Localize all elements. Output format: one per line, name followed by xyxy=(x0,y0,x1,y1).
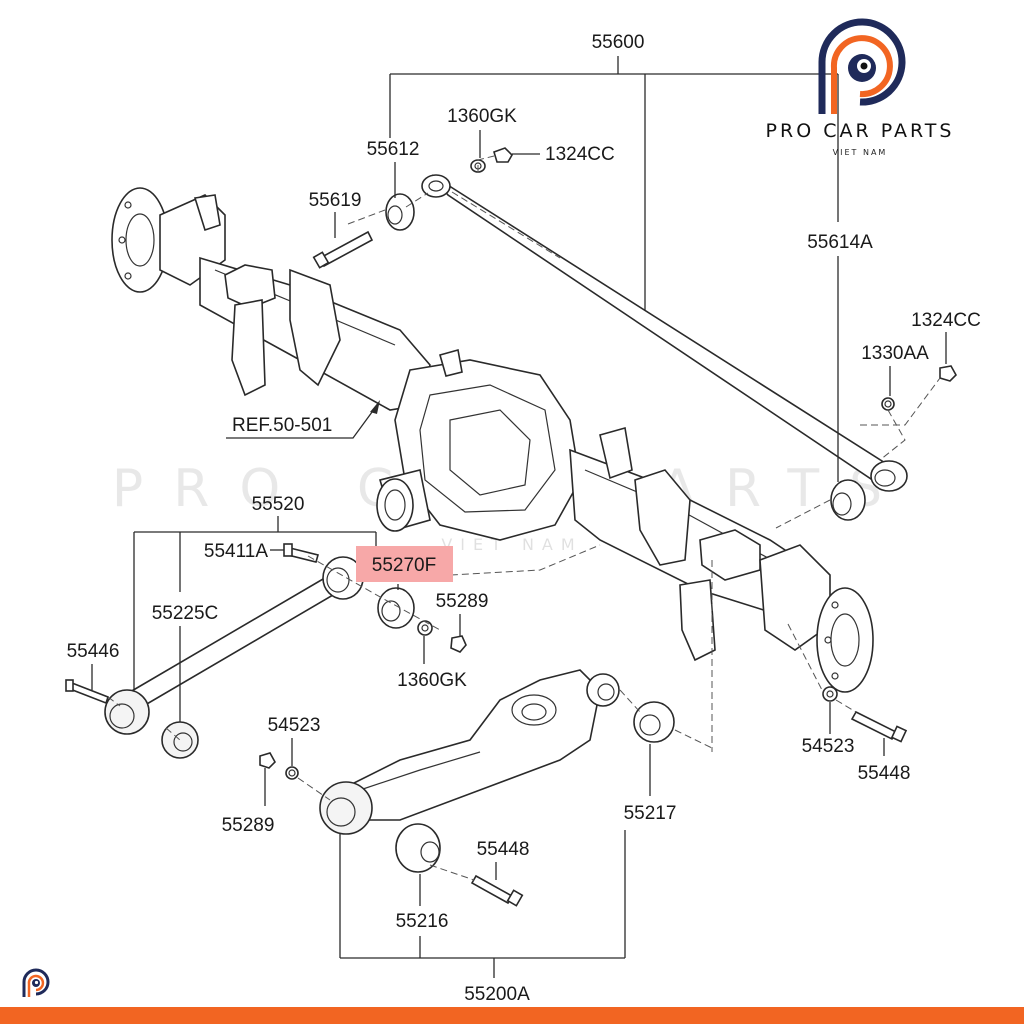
bushing-55216 xyxy=(395,823,441,873)
label-1330AA: 1330AA xyxy=(861,343,929,364)
nut-55289-top xyxy=(450,635,467,653)
label-1360GK-mid: 1360GK xyxy=(397,670,467,691)
part-labels: 55600 1360GK 55612 1324CC 55619 55614A 1… xyxy=(67,32,981,1005)
label-55225C: 55225C xyxy=(152,603,219,624)
small-logo xyxy=(22,968,50,997)
nut-1324CC-right xyxy=(939,365,957,382)
bushing-55614A xyxy=(830,479,866,521)
label-55289-top: 55289 xyxy=(436,591,489,612)
label-55217: 55217 xyxy=(624,803,677,824)
bolt-55446 xyxy=(65,679,109,705)
nut-1330AA xyxy=(881,397,895,411)
bushing-55225C xyxy=(161,721,199,759)
nut-54523-left xyxy=(285,766,299,780)
label-1324CC-right: 1324CC xyxy=(911,310,981,331)
label-55614A: 55614A xyxy=(807,232,873,253)
upper-arm-55520 xyxy=(104,556,364,735)
brand-logo xyxy=(818,18,906,114)
label-55270F: 55270F xyxy=(372,555,436,576)
lower-arm-55200A xyxy=(319,669,620,835)
label-55216: 55216 xyxy=(396,911,449,932)
nut-1324CC-top xyxy=(493,147,513,163)
label-54523-right: 54523 xyxy=(802,736,855,757)
label-55520: 55520 xyxy=(252,494,305,515)
label-55289-bottom: 55289 xyxy=(222,815,275,836)
nut-54523-right xyxy=(822,686,838,702)
label-55619: 55619 xyxy=(309,190,362,211)
label-ref-50-501: REF.50-501 xyxy=(232,415,332,436)
bolt-55619 xyxy=(312,230,374,269)
label-55600: 55600 xyxy=(592,32,645,53)
label-55446: 55446 xyxy=(67,641,120,662)
axle-housing xyxy=(111,187,874,693)
lateral-rod xyxy=(421,174,908,492)
label-55612: 55612 xyxy=(367,139,420,160)
bushing-55612 xyxy=(385,193,415,231)
label-55411A: 55411A xyxy=(204,541,268,562)
brand-name: PRO CAR PARTS xyxy=(765,120,955,142)
label-54523-left: 54523 xyxy=(268,715,321,736)
label-55448-right: 55448 xyxy=(858,763,911,784)
brand-subtitle: VIET NAM xyxy=(832,148,888,157)
highlight-55270F xyxy=(356,546,453,582)
washer-1360GK-mid xyxy=(417,620,433,636)
label-55200A: 55200A xyxy=(464,984,530,1005)
watermark-sub: VIET NAM xyxy=(441,535,582,554)
label-1360GK-top: 1360GK xyxy=(447,106,517,127)
bolt-55448-bottom xyxy=(470,874,524,907)
label-1324CC-top: 1324CC xyxy=(545,144,615,165)
label-55448-bottom: 55448 xyxy=(477,839,530,860)
callout-lines xyxy=(91,56,947,978)
bushing-55217 xyxy=(633,701,675,743)
nut-55289-bottom xyxy=(259,752,276,769)
alignment-lines xyxy=(107,155,941,881)
bushing-55270F xyxy=(377,587,415,629)
bolt-55448-right xyxy=(850,710,908,743)
footer-bar xyxy=(0,1007,1024,1024)
